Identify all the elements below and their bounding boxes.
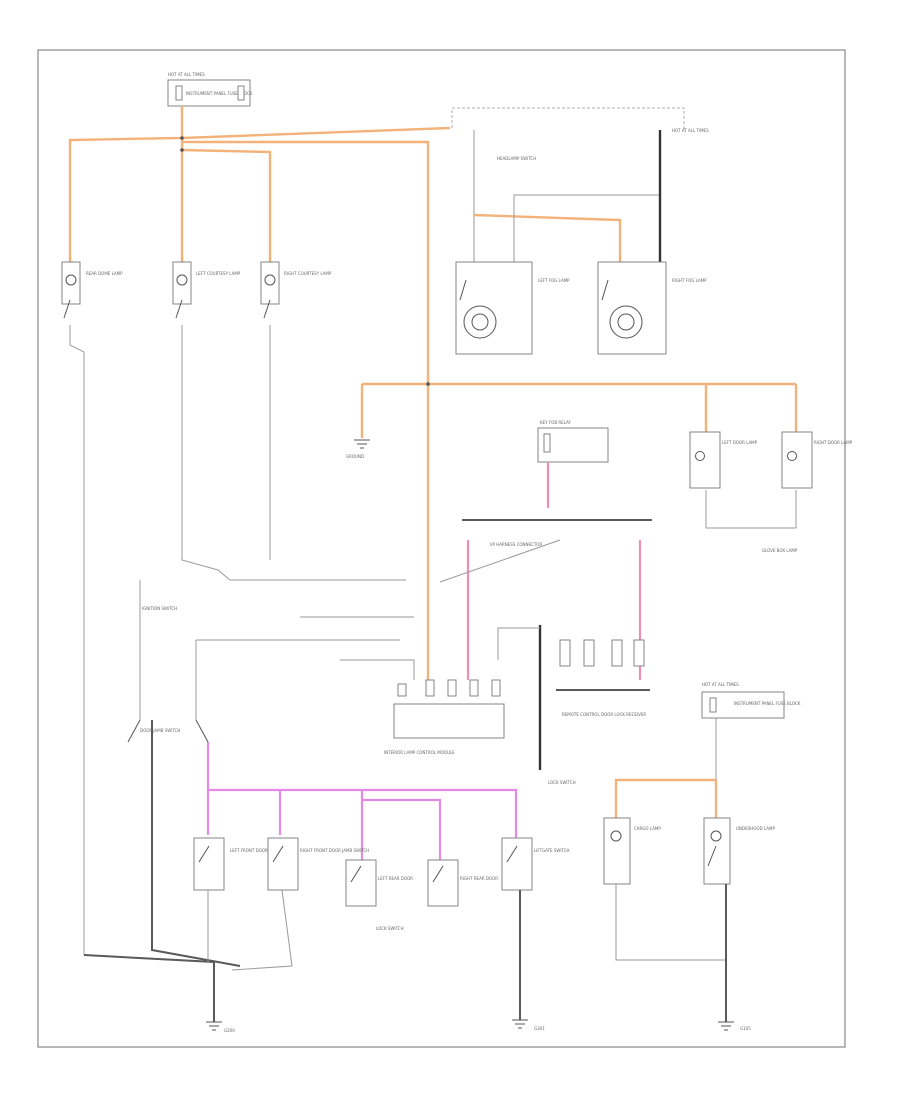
svg-text:LEFT FRONT DOOR JAMB SWITCH: LEFT FRONT DOOR JAMB SWITCH [230,848,296,853]
svg-text:REMOTE CONTROL DOOR LOCK RECEI: REMOTE CONTROL DOOR LOCK RECEIVER [562,712,646,717]
svg-text:RIGHT DOOR LAMP: RIGHT DOOR LAMP [814,440,853,445]
svg-text:RIGHT FOG LAMP: RIGHT FOG LAMP [672,278,707,283]
svg-text:LEFT FOG LAMP: LEFT FOG LAMP [538,278,570,283]
svg-text:RIGHT REAR DOOR: RIGHT REAR DOOR [460,876,498,881]
svg-text:IGNITION SWITCH: IGNITION SWITCH [142,606,177,611]
bulb-icon [65,274,77,286]
svg-text:LEFT DOOR LAMP: LEFT DOOR LAMP [722,440,758,445]
svg-text:RIGHT FRONT DOOR JAMB SWITCH: RIGHT FRONT DOOR JAMB SWITCH [300,848,369,853]
ground-icon [512,1019,528,1029]
svg-text:GROUND: GROUND [346,454,364,459]
svg-text:UNDERHOOD LAMP: UNDERHOOD LAMP [736,826,775,831]
wire-dark-left-ground [83,954,215,1022]
svg-text:LEFT REAR DOOR: LEFT REAR DOOR [378,876,413,881]
svg-text:HOT AT ALL TIMES: HOT AT ALL TIMES [672,128,709,133]
door-jamb-switches: LEFT FRONT DOOR JAMB SWITCH RIGHT FRONT … [193,837,570,907]
bulb-icon [176,274,188,286]
svg-text:G105: G105 [740,1026,751,1031]
svg-text:LIFTGATE SWITCH: LIFTGATE SWITCH [534,848,570,853]
remote-door-lock-receiver: REMOTE CONTROL DOOR LOCK RECEIVER LOCK S… [497,625,650,785]
wire-gray-lamp-returns [69,325,85,955]
svg-text:I/P HARNESS CONNECTOR: I/P HARNESS CONNECTOR [490,542,542,547]
svg-text:RIGHT COURTESY LAMP: RIGHT COURTESY LAMP [284,271,332,276]
wire-orange-cargo-feed [614,778,716,818]
svg-text:CARGO LAMP: CARGO LAMP [634,826,661,831]
fuse-block-top-left: HOT AT ALL TIMES INSTRUMENT PANEL FUSE B… [167,72,253,107]
svg-text:INSTRUMENT PANEL FUSE BLOCK: INSTRUMENT PANEL FUSE BLOCK [734,701,801,706]
cargo-lamp: CARGO LAMP [603,817,661,885]
ground-icon [718,1021,734,1031]
svg-text:LEFT COURTESY LAMP: LEFT COURTESY LAMP [196,271,241,276]
svg-text:HEADLAMP SWITCH: HEADLAMP SWITCH [497,156,536,161]
svg-text:LOCK SWITCH: LOCK SWITCH [376,926,404,931]
dashed-fog-feed [451,107,685,130]
fog-lamp-left: LEFT FOG LAMP [455,261,570,355]
diagram-frame [37,49,846,1048]
underhood-lamp: UNDERHOOD LAMP [703,817,775,885]
bulb-icon [695,451,705,461]
svg-text:KEY FOB RELAY: KEY FOB RELAY [540,420,571,425]
headlamp-switch-lower: DOOR JAMB SWITCH [127,719,209,743]
svg-text:REAR DOME LAMP: REAR DOME LAMP [86,271,123,276]
svg-text:GLOVE BOX LAMP: GLOVE BOX LAMP [762,548,798,553]
bulb-icon [610,830,622,842]
wire-orange-main-feed [68,106,184,262]
bulb-icon [710,830,722,842]
key-fob-relay: KEY FOB RELAY [537,420,609,463]
svg-text:HOT AT ALL TIMES: HOT AT ALL TIMES [702,682,739,687]
ground-icon [354,439,370,449]
bulb-icon [787,451,797,461]
ground-icon [206,1021,222,1031]
fuse-block-top-title: HOT AT ALL TIMES [168,72,205,77]
wire-orange-trunk [181,126,451,140]
bulb-icon [264,274,276,286]
svg-text:DOOR JAMB SWITCH: DOOR JAMB SWITCH [140,728,180,733]
fuse-block-top-label: INSTRUMENT PANEL FUSE BLOCK [186,91,253,96]
fog-lamp-right: RIGHT FOG LAMP [597,261,707,355]
lamp-group-top-left: REAR DOME LAMP LEFT COURTESY LAMP RIGHT … [61,261,332,319]
svg-text:G200: G200 [224,1028,235,1033]
svg-text:G301: G301 [534,1026,545,1031]
svg-text:LOCK SWITCH: LOCK SWITCH [548,780,576,785]
door-lamp-pair: LEFT DOOR LAMP RIGHT DOOR LAMP [689,431,853,489]
fuse-block-right: HOT AT ALL TIMES INSTRUMENT PANEL FUSE B… [701,682,801,719]
interior-lamp-control-module: INTERIOR LAMP CONTROL MODULE [384,679,505,755]
svg-text:INTERIOR LAMP CONTROL MODULE: INTERIOR LAMP CONTROL MODULE [384,750,455,755]
